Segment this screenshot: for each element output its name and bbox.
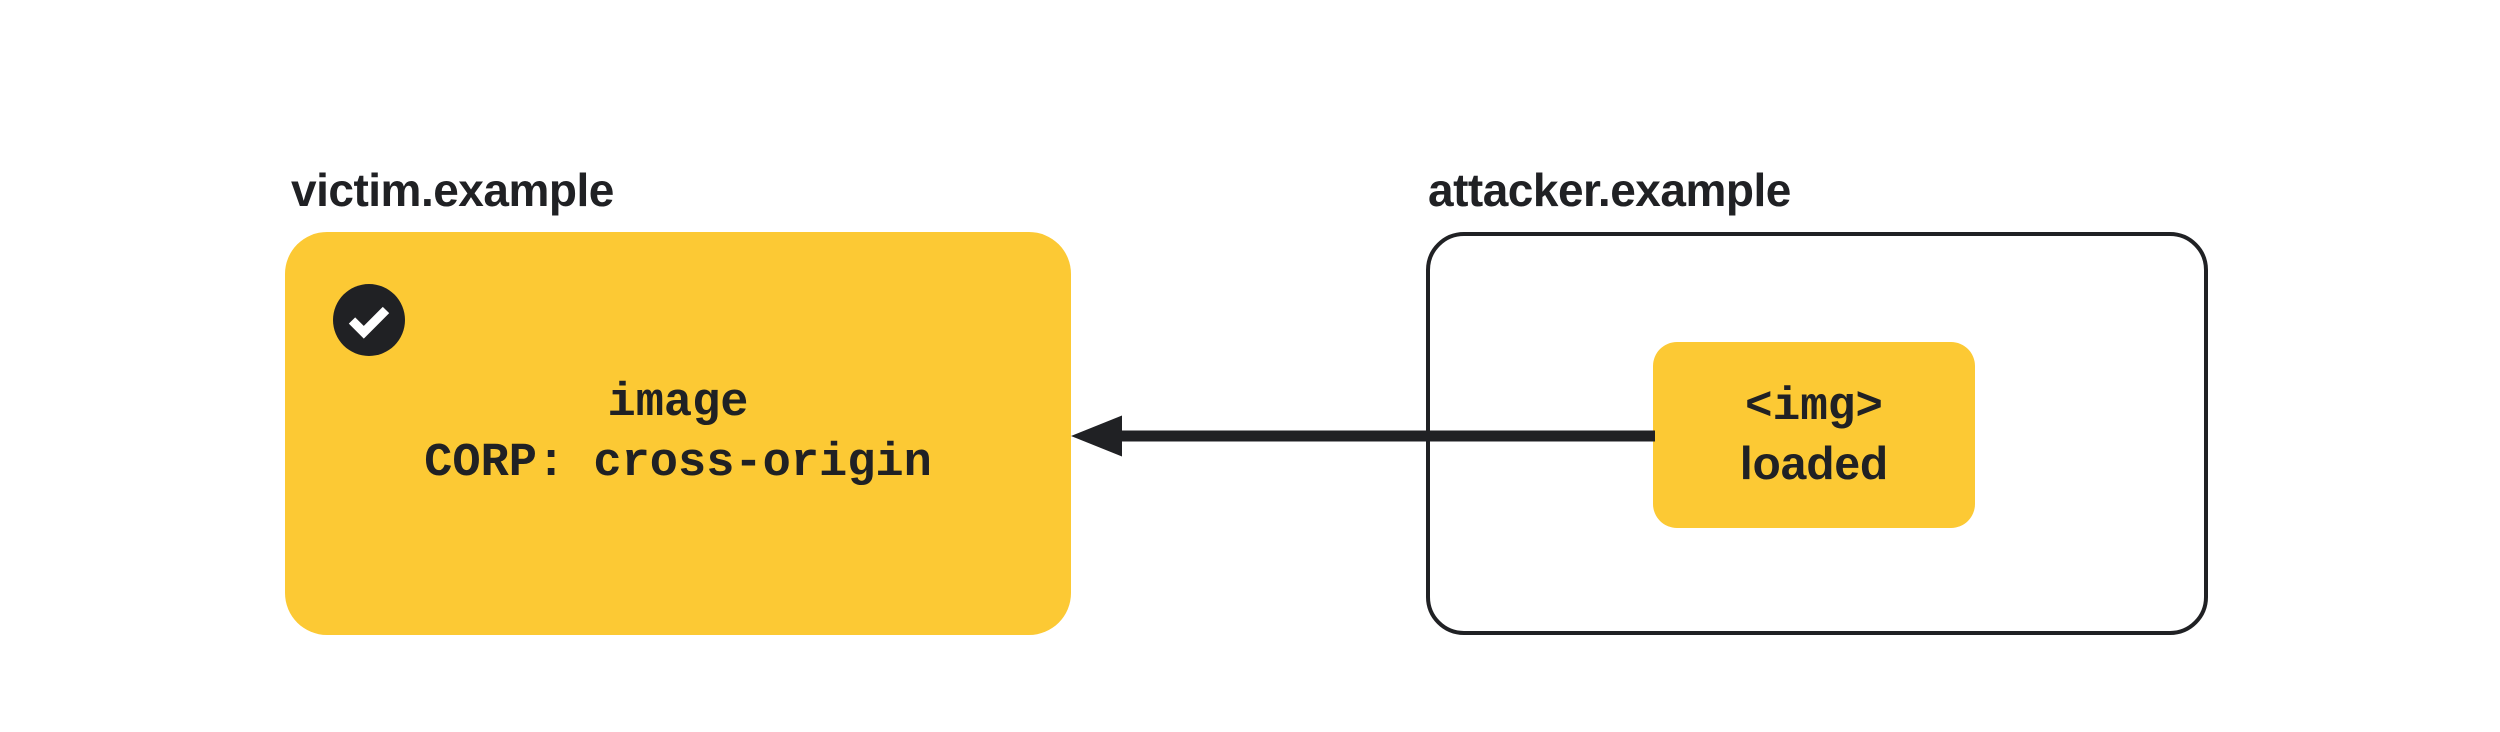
- img-status-label: loaded: [1739, 437, 1889, 489]
- victim-domain-label: victim.example: [291, 164, 614, 216]
- victim-resource-label: image: [607, 376, 749, 430]
- check-circle-icon: [333, 284, 405, 356]
- victim-corp-header-label: CORP: cross-origin: [424, 436, 932, 490]
- img-tag-label: <img>: [1744, 381, 1884, 433]
- attacker-box: <img> loaded: [1426, 232, 2208, 635]
- arrow-attacker-to-victim: [1071, 415, 1655, 457]
- img-loaded-box: <img> loaded: [1653, 342, 1975, 528]
- attacker-domain-label: attacker.example: [1428, 164, 1791, 216]
- victim-box: image CORP: cross-origin: [285, 232, 1071, 635]
